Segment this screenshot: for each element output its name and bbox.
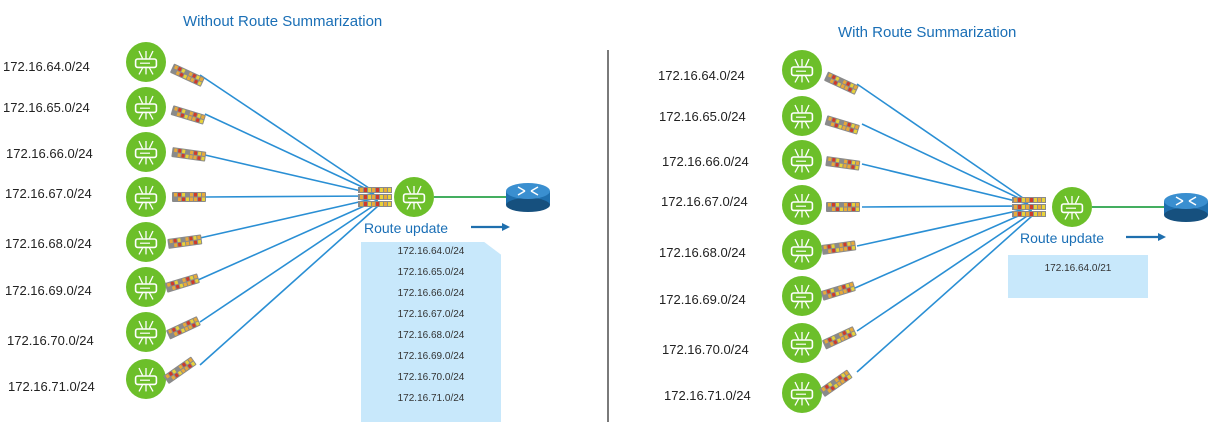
right-access-link xyxy=(861,205,1030,208)
right-arrow-right-icon xyxy=(1126,233,1166,241)
right-patch-panel-icon xyxy=(819,369,853,397)
right-panel-title: With Route Summarization xyxy=(838,24,1017,41)
panel-divider xyxy=(607,50,609,422)
left-access-switch-icon xyxy=(126,132,166,172)
right-route-update-document: 172.16.64.0/21 xyxy=(1008,255,1148,298)
right-access-switch-icon xyxy=(782,230,822,270)
left-aggregation-patch-icon xyxy=(358,187,392,207)
left-access-switch-icon xyxy=(126,42,166,82)
left-access-switch-icon xyxy=(126,267,166,307)
left-network-label: 172.16.67.0/24 xyxy=(5,186,92,201)
right-access-switch-icon xyxy=(782,373,822,413)
right-access-link xyxy=(856,213,1035,373)
left-patch-panel-icon xyxy=(164,273,200,293)
route-entry: 172.16.66.0/24 xyxy=(397,288,465,299)
left-access-switch-icon xyxy=(126,222,166,262)
right-access-switch-icon xyxy=(782,50,822,90)
left-network-label: 172.16.66.0/24 xyxy=(6,146,93,161)
right-access-link xyxy=(861,163,1029,205)
left-access-link xyxy=(204,154,375,195)
right-aggregation-patch-icon xyxy=(1012,197,1046,217)
right-patch-panel-icon xyxy=(825,156,861,171)
left-route-update-document: 172.16.64.0/24 172.16.65.0/24 172.16.66.… xyxy=(361,242,501,422)
right-access-link xyxy=(856,211,1034,332)
right-access-switch-icon xyxy=(782,140,822,180)
right-patch-panel-icon xyxy=(824,71,859,95)
route-entry: 172.16.67.0/24 xyxy=(397,309,465,320)
left-patch-panel-icon xyxy=(166,316,201,340)
left-router-icon xyxy=(506,183,550,212)
right-network-label: 172.16.67.0/24 xyxy=(661,194,748,209)
route-entry: 172.16.65.0/24 xyxy=(397,267,465,278)
left-access-link xyxy=(199,74,373,191)
right-access-link xyxy=(856,83,1027,201)
left-network-label: 172.16.70.0/24 xyxy=(7,333,94,348)
right-network-label: 172.16.64.0/24 xyxy=(658,68,745,83)
left-network-label: 172.16.64.0/24 xyxy=(3,59,90,74)
route-entry: 172.16.69.0/24 xyxy=(397,351,465,362)
left-access-link xyxy=(199,201,380,323)
left-access-link xyxy=(199,197,377,239)
right-access-link xyxy=(861,123,1028,203)
right-access-switch-icon xyxy=(782,96,822,136)
left-route-update-label: Route update xyxy=(364,220,449,236)
left-patch-panel-icon xyxy=(163,356,197,384)
right-network-label: 172.16.65.0/24 xyxy=(659,109,746,124)
right-router-icon xyxy=(1164,193,1208,222)
left-access-link xyxy=(204,195,376,198)
route-entry: 172.16.71.0/24 xyxy=(397,393,465,404)
left-patch-panel-icon xyxy=(172,192,206,202)
left-patch-panel-icon xyxy=(171,147,207,162)
left-patch-panel-icon xyxy=(167,234,203,249)
right-route-update-label: Route update xyxy=(1020,230,1105,246)
right-distribution-switch-icon xyxy=(1052,187,1092,227)
right-access-link xyxy=(856,207,1031,247)
right-patch-panel-icon xyxy=(821,240,857,255)
left-access-switch-icon xyxy=(126,177,166,217)
right-access-switch-icon xyxy=(782,276,822,316)
route-entry: 172.16.64.0/21 xyxy=(1044,263,1112,274)
left-distribution-switch-icon xyxy=(394,177,434,217)
right-access-switch-icon xyxy=(782,323,822,363)
route-entry: 172.16.64.0/24 xyxy=(397,246,465,257)
right-access-switch-icon xyxy=(782,185,822,225)
right-patch-panel-icon xyxy=(820,281,856,301)
right-patch-panel-icon xyxy=(826,202,860,212)
right-network-label: 172.16.70.0/24 xyxy=(662,342,749,357)
left-network-label: 172.16.65.0/24 xyxy=(3,100,90,115)
right-network-label: 172.16.68.0/24 xyxy=(659,245,746,260)
left-panel-title: Without Route Summarization xyxy=(183,13,383,30)
left-access-switch-icon xyxy=(126,312,166,352)
left-access-link xyxy=(199,203,381,366)
left-network-label: 172.16.68.0/24 xyxy=(5,236,92,251)
right-patch-panel-icon xyxy=(822,326,857,350)
left-patch-panel-icon xyxy=(170,63,205,87)
left-arrow-right-icon xyxy=(471,223,510,231)
left-access-switch-icon xyxy=(126,359,166,399)
left-access-link xyxy=(197,199,379,281)
right-patch-panel-icon xyxy=(824,115,860,135)
route-entry: 172.16.70.0/24 xyxy=(397,372,465,383)
left-access-link xyxy=(204,113,374,193)
left-patch-panel-icon xyxy=(170,105,206,125)
right-access-link xyxy=(854,209,1033,289)
right-network-label: 172.16.71.0/24 xyxy=(664,388,751,403)
right-network-label: 172.16.66.0/24 xyxy=(662,154,749,169)
left-network-label: 172.16.71.0/24 xyxy=(8,379,95,394)
left-network-label: 172.16.69.0/24 xyxy=(5,283,92,298)
left-access-switch-icon xyxy=(126,87,166,127)
route-entry: 172.16.68.0/24 xyxy=(397,330,465,341)
right-network-label: 172.16.69.0/24 xyxy=(659,292,746,307)
